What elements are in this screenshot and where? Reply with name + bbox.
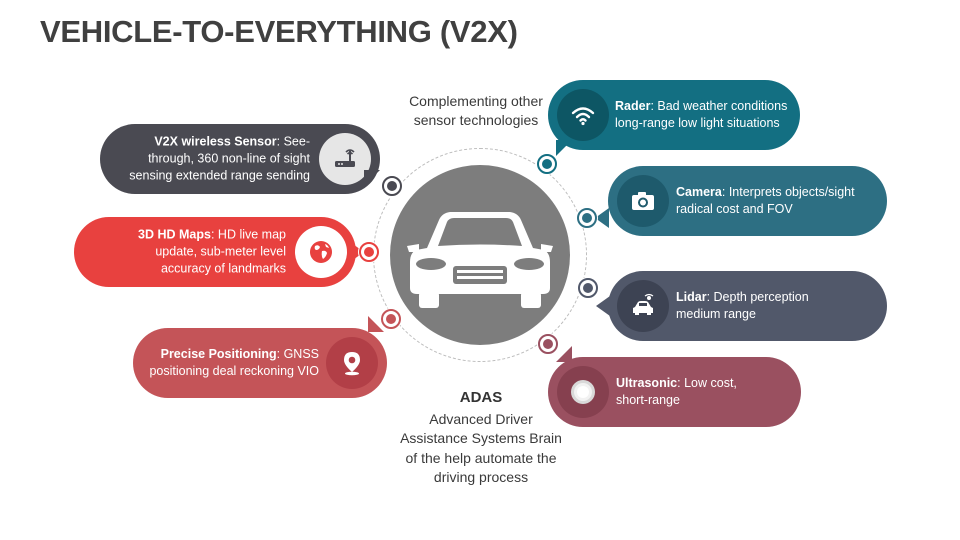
connector-dot-lidar: [577, 277, 599, 299]
camera-icon: [632, 192, 654, 210]
ultrasonic-label: Ultrasonic: [616, 376, 678, 390]
lidar-label: Lidar: [676, 290, 707, 304]
ultrasonic-icon: [571, 380, 595, 404]
location-pin-icon: [344, 352, 360, 376]
radar-card: Rader: Bad weather conditions long-range…: [548, 80, 800, 150]
hub-circle: [390, 165, 570, 345]
radar-line2: long-range low light situations: [615, 116, 780, 130]
v2x-sensor-text: : See-: [276, 134, 310, 149]
camera-label: Camera: [676, 185, 722, 199]
adas-line3: of the help automate the: [405, 449, 557, 466]
car-icon: [407, 212, 553, 308]
adas-line1: Advanced Driver: [429, 410, 533, 427]
adas-title: ADAS: [459, 389, 503, 406]
v2x-sensor-line3: sensing extended range sending: [129, 168, 310, 183]
lidar-car-icon: [633, 293, 654, 315]
radar-icon-badge: [557, 89, 609, 141]
lidar-line2: medium range: [676, 307, 756, 321]
positioning-label: Precise Positioning: [160, 347, 277, 361]
v2x-sensor-line2: through, 360 non-line of sight: [148, 151, 310, 166]
page-title: VEHICLE-TO-EVERYTHING (V2X): [40, 14, 518, 49]
complement-note: Complementing other sensor technologies: [395, 92, 557, 130]
wifi-signal-icon: [571, 107, 595, 126]
adas-line4: driving process: [433, 469, 529, 485]
camera-card: Camera: Interprets objects/sight radical…: [608, 166, 887, 236]
radar-pointer: [556, 140, 572, 156]
hd-maps-label: 3D HD Maps: [138, 227, 211, 242]
hd-maps-line2: update, sub-meter level: [155, 244, 286, 259]
lidar-card: Lidar: Depth perception medium range: [608, 271, 887, 341]
positioning-line2: positioning deal reckoning VIO: [149, 364, 319, 378]
v2x-sensor-icon-badge: [319, 133, 371, 185]
hd-maps-line3: accuracy of landmarks: [160, 261, 286, 276]
lidar-icon-badge: [617, 280, 669, 332]
complement-note-line2: sensor technologies: [413, 112, 539, 128]
ultrasonic-card: Ultrasonic: Low cost, short-range: [548, 357, 801, 427]
v2x-sensor-label: V2X wireless Sensor: [154, 134, 277, 149]
v2x-sensor-pointer: [364, 170, 380, 186]
lidar-text: : Depth perception: [706, 290, 809, 304]
camera-icon-badge: [617, 175, 669, 227]
connector-dot-ultrasonic: [537, 333, 559, 355]
ultrasonic-icon-badge: [557, 366, 609, 418]
v2x-sensor-card: V2X wireless Sensor: See- through, 360 n…: [100, 124, 380, 194]
radar-label: Rader: [615, 99, 651, 113]
ultrasonic-line2: short-range: [616, 393, 680, 407]
hd-maps-card: 3D HD Maps: HD live map update, sub-mete…: [74, 217, 356, 287]
hd-maps-icon-badge: [295, 226, 347, 278]
complement-note-line1: Complementing other: [409, 93, 543, 109]
camera-pointer: [595, 208, 609, 228]
adas-line2: Assistance Systems Brain: [400, 430, 562, 446]
positioning-icon-badge: [326, 337, 378, 389]
lidar-pointer: [596, 296, 610, 316]
connector-dot-maps: [358, 241, 380, 263]
camera-text: : Interprets objects/sight: [721, 185, 855, 199]
connector-dot-v2x: [381, 175, 403, 197]
connector-dot-positioning: [380, 308, 402, 330]
globe-icon: [310, 241, 332, 263]
ultrasonic-text: : Low cost,: [677, 376, 737, 390]
adas-note: ADAS Advanced Driver Assistance Systems …: [390, 388, 572, 488]
positioning-text: : GNSS: [276, 347, 319, 361]
positioning-card: Precise Positioning: GNSS positioning de…: [133, 328, 387, 398]
ultrasonic-pointer: [556, 346, 572, 362]
hd-maps-text: : HD live map: [210, 227, 286, 242]
router-icon: [335, 149, 355, 167]
camera-line2: radical cost and FOV: [676, 202, 793, 216]
connector-dot-camera: [576, 207, 598, 229]
connector-dot-radar: [536, 153, 558, 175]
radar-text: : Bad weather conditions: [650, 99, 788, 113]
